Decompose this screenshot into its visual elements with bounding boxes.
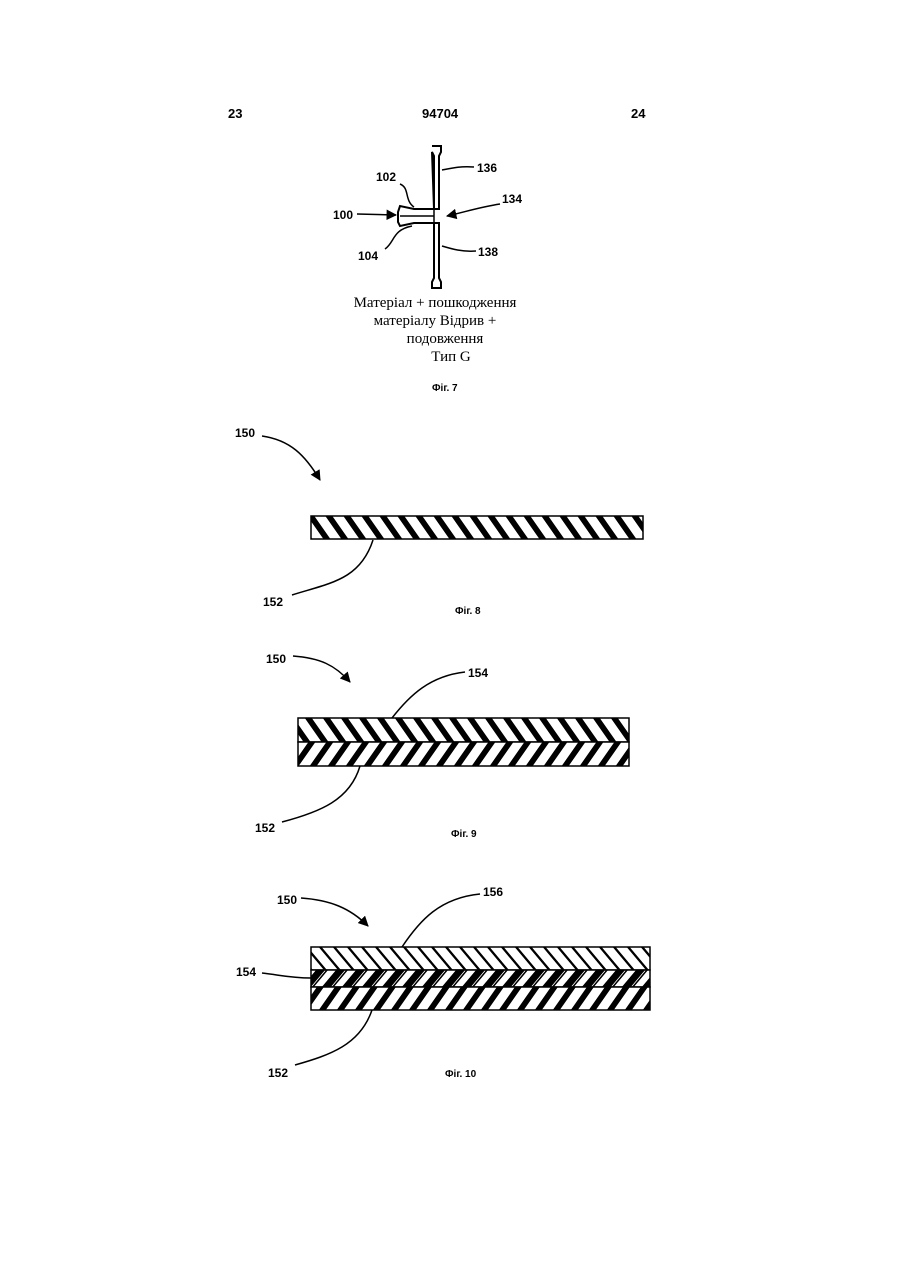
ref-138: 138 bbox=[478, 245, 498, 259]
ref-136: 136 bbox=[477, 161, 497, 175]
ref-102: 102 bbox=[376, 170, 396, 184]
figure-9-label: Фіг. 9 bbox=[451, 829, 477, 840]
ref-154: 154 bbox=[468, 666, 488, 680]
ref-150: 150 bbox=[277, 893, 297, 907]
ref-154: 154 bbox=[236, 965, 256, 979]
figure-10-drawing: 150 156 154 152 bbox=[236, 885, 650, 1080]
figure-7-caption-line-1: Матеріал + пошкодження bbox=[300, 294, 570, 312]
ref-152: 152 bbox=[263, 595, 283, 609]
ref-104: 104 bbox=[358, 249, 378, 263]
ref-150: 150 bbox=[235, 426, 255, 440]
ref-152: 152 bbox=[268, 1066, 288, 1080]
figure-7-drawing: 136 102 100 134 104 138 bbox=[333, 146, 522, 288]
ref-156: 156 bbox=[483, 885, 503, 899]
figure-10-label: Фіг. 10 bbox=[445, 1069, 476, 1080]
layer-154 bbox=[298, 718, 629, 742]
figure-7-caption-line-2: матеріалу Відрив + bbox=[300, 312, 570, 330]
layer-154 bbox=[311, 970, 650, 987]
figure-9-drawing: 150 154 152 bbox=[255, 652, 629, 835]
figure-7-label: Фіг. 7 bbox=[432, 383, 458, 394]
layer-152 bbox=[298, 742, 629, 766]
layer-156 bbox=[311, 947, 650, 970]
ref-150: 150 bbox=[266, 652, 286, 666]
ref-134: 134 bbox=[502, 192, 522, 206]
figure-7-caption-line-3: подовження bbox=[310, 330, 580, 348]
figure-7-caption-line-4: Тип G bbox=[316, 348, 586, 366]
layer-152 bbox=[311, 987, 650, 1010]
layer-152 bbox=[311, 516, 643, 539]
ref-152: 152 bbox=[255, 821, 275, 835]
figure-8-drawing: 150 152 bbox=[235, 426, 643, 609]
figure-8-label: Фіг. 8 bbox=[455, 606, 481, 617]
ref-100: 100 bbox=[333, 208, 353, 222]
